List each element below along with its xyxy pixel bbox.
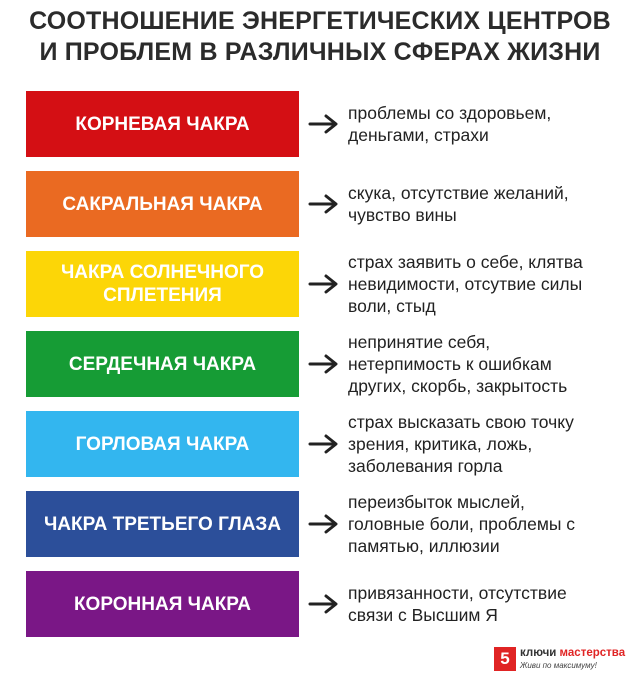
problem-line: чувство вины <box>348 205 457 225</box>
right-arrow-icon <box>308 354 338 374</box>
chakra-name-line: ЧАКРА СОЛНЕЧНОГО <box>60 262 265 283</box>
chakra-problems: переизбыток мыслей,головные боли, пробле… <box>348 491 633 557</box>
problem-line: проблемы со здоровьем, <box>348 103 552 123</box>
chakra-name: СЕРДЕЧНАЯ ЧАКРА <box>69 353 256 376</box>
chakra-name-line: СЕРДЕЧНАЯ ЧАКРА <box>68 353 257 375</box>
brand-logo: 5 ключи мастерства Живи по максимуму! <box>494 647 625 675</box>
chakra-name-line: ГОРЛОВАЯ ЧАКРА <box>75 433 250 455</box>
chakra-row: КОРНЕВАЯ ЧАКРА проблемы со здоровьем,день… <box>0 91 640 157</box>
problem-line: невидимости, отсутвие силы <box>348 274 583 294</box>
problem-lines: переизбыток мыслей,головные боли, пробле… <box>348 491 575 557</box>
chakra-problems: скука, отсутствие желаний,чувство вины <box>348 171 633 237</box>
problem-line: нетерпимость к ошибкам <box>348 354 552 374</box>
chakra-name-line: СПЛЕТЕНИЯ <box>103 285 222 306</box>
problem-line: скука, отсутствие желаний, <box>348 183 569 203</box>
right-arrow-icon <box>308 594 338 614</box>
title-line-1: СООТНОШЕНИЕ ЭНЕРГЕТИЧЕСКИХ ЦЕНТРОВ <box>29 7 611 35</box>
logo-word-1: ключи <box>520 647 557 659</box>
chakra-name: КОРОННАЯ ЧАКРА <box>74 593 251 616</box>
problem-line: страх заявить о себе, клятва <box>348 252 583 272</box>
chakra-label-box: КОРОННАЯ ЧАКРА <box>26 571 299 637</box>
chakra-label-box: САКРАЛЬНАЯ ЧАКРА <box>26 171 299 237</box>
problem-line: страх высказать свою точку <box>348 412 574 432</box>
problem-line: головные боли, проблемы с <box>348 514 576 534</box>
chakra-label-box: ЧАКРА ТРЕТЬЕГО ГЛАЗА <box>26 491 299 557</box>
chakra-label-box: КОРНЕВАЯ ЧАКРА <box>26 91 299 157</box>
chakra-name: ГОРЛОВАЯ ЧАКРА <box>76 433 250 456</box>
problem-line: воли, стыд <box>348 296 436 316</box>
page-title: СООТНОШЕНИЕ ЭНЕРГЕТИЧЕСКИХ ЦЕНТРОВ И ПРО… <box>0 6 640 68</box>
problem-line: памятью, иллюзии <box>348 536 500 556</box>
title-line-2: И ПРОБЛЕМ В РАЗЛИЧНЫХ СФЕРАХ ЖИЗНИ <box>39 38 601 66</box>
chakra-name-line: КОРОННАЯ ЧАКРА <box>73 593 252 615</box>
problem-lines: проблемы со здоровьем,деньгами, страхи <box>348 102 551 146</box>
chakra-name-line: ЧАКРА ТРЕТЬЕГО ГЛАЗА <box>43 513 282 535</box>
problem-line: других, скорбь, закрытость <box>348 376 568 396</box>
problem-line: привязанности, отсутствие <box>348 583 567 603</box>
chakra-row: ГОРЛОВАЯ ЧАКРА страх высказать свою точку… <box>0 411 640 477</box>
problem-lines: скука, отсутствие желаний,чувство вины <box>348 182 569 226</box>
chakra-label-box: СЕРДЕЧНАЯ ЧАКРА <box>26 331 299 397</box>
chakra-name: ЧАКРА ТРЕТЬЕГО ГЛАЗА <box>44 513 281 536</box>
problem-line: зрения, критика, ложь, <box>348 434 533 454</box>
chakra-row: СЕРДЕЧНАЯ ЧАКРА непринятие себя,нетерпимо… <box>0 331 640 397</box>
problem-line: переизбыток мыслей, <box>348 492 525 512</box>
right-arrow-icon <box>308 194 338 214</box>
problem-line: непринятие себя, <box>348 332 491 352</box>
right-arrow-icon <box>308 434 338 454</box>
chakra-name-line: САКРАЛЬНАЯ ЧАКРА <box>62 193 263 215</box>
chakra-row: САКРАЛЬНАЯ ЧАКРА скука, отсутствие желани… <box>0 171 640 237</box>
logo-word-2: мастерства <box>559 647 626 659</box>
chakra-name: КОРНЕВАЯ ЧАКРА <box>75 113 249 136</box>
chakra-row: ЧАКРА ТРЕТЬЕГО ГЛАЗА переизбыток мыслей,г… <box>0 491 640 557</box>
logo-tagline: Живи по максимуму! <box>520 661 597 670</box>
chakra-name-line: КОРНЕВАЯ ЧАКРА <box>75 113 250 135</box>
logo-wordmark: ключи мастерства <box>520 647 625 660</box>
chakra-label-box: ГОРЛОВАЯ ЧАКРА <box>26 411 299 477</box>
chakra-name: САКРАЛЬНАЯ ЧАКРА <box>62 193 262 216</box>
right-arrow-icon <box>308 514 338 534</box>
problem-line: заболевания горла <box>348 456 503 476</box>
logo-mark: 5 <box>494 647 516 671</box>
problem-line: связи с Высшим Я <box>348 605 498 625</box>
problem-line: деньгами, страхи <box>348 125 489 145</box>
chakra-problems: проблемы со здоровьем,деньгами, страхи <box>348 91 633 157</box>
right-arrow-icon <box>308 274 338 294</box>
right-arrow-icon <box>308 114 338 134</box>
